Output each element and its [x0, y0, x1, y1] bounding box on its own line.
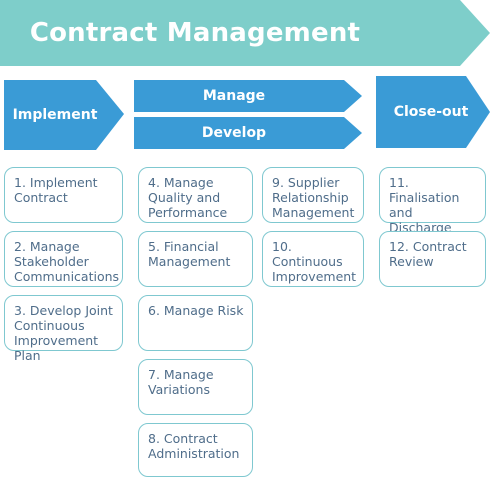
- step-box-1: 1. Implement Contract: [4, 167, 123, 223]
- diagram-title: Contract Management: [29, 18, 361, 48]
- title-arrow: [0, 0, 490, 66]
- develop-arrow: [134, 117, 362, 149]
- phase-develop-label: Develop: [201, 125, 267, 141]
- manage-arrow: [134, 80, 362, 112]
- step-box-8: 8. Contract Administration: [138, 423, 253, 477]
- step-box-10: 10. Continuous Improvement: [262, 231, 364, 287]
- step-box-12: 12. Contract Review: [379, 231, 486, 287]
- phase-closeout-label: Close-out: [393, 104, 469, 120]
- implement-arrow: [4, 80, 124, 150]
- step-box-9: 9. Supplier Relationship Management: [262, 167, 364, 223]
- step-box-2: 2. Manage Stakeholder Communications: [4, 231, 123, 287]
- step-box-11: 11. Finalisation and Discharge: [379, 167, 486, 235]
- step-box-5: 5. Financial Management: [138, 231, 253, 287]
- phase-implement-label: Implement: [12, 107, 98, 123]
- step-box-3: 3. Develop Joint Continuous Improvement …: [4, 295, 123, 363]
- step-box-7: 7. Manage Variations: [138, 359, 253, 415]
- step-box-6: 6. Manage Risk: [138, 295, 253, 351]
- phase-manage-label: Manage: [202, 88, 266, 104]
- closeout-arrow: [376, 76, 490, 148]
- step-box-4: 4. Manage Quality and Performance: [138, 167, 253, 223]
